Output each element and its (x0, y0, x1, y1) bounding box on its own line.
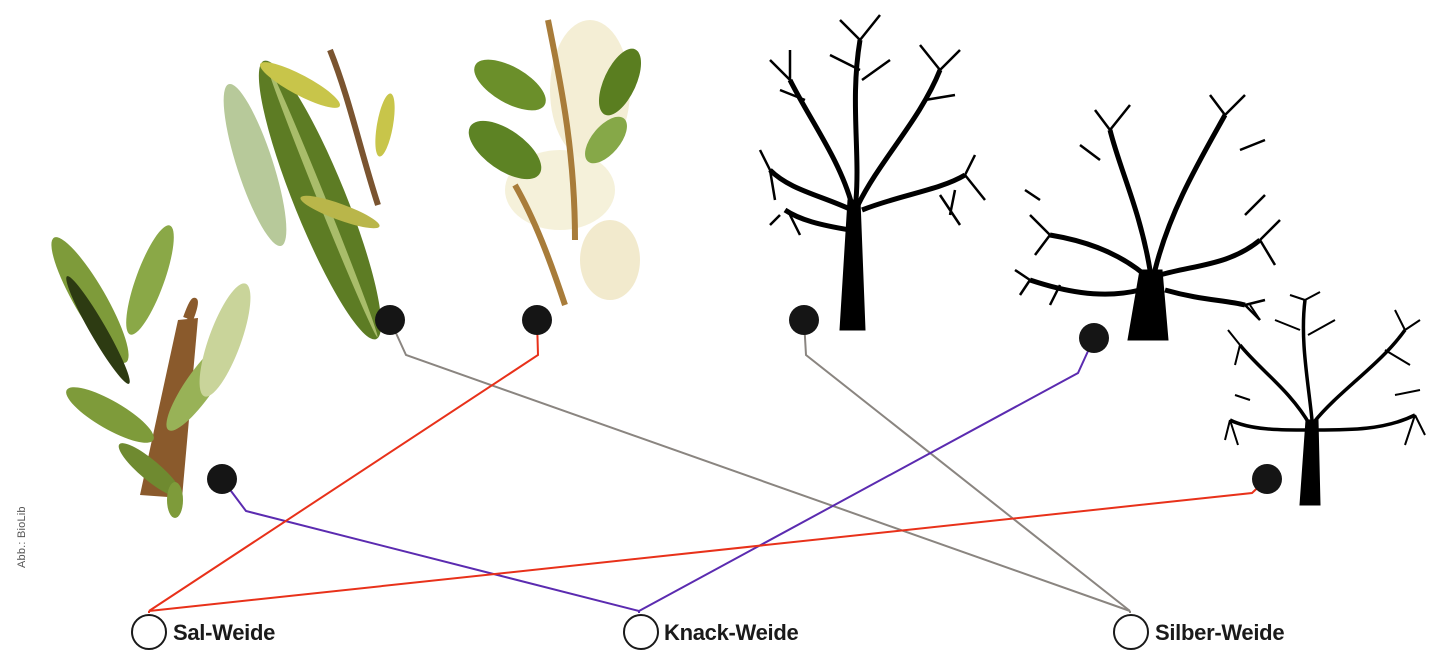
white-blossom-twig-dot[interactable] (522, 305, 552, 335)
round-tree-dot[interactable] (1252, 464, 1282, 494)
connection-catkin-branch-to-knack (221, 478, 640, 612)
white-blossom-twig-illustration (468, 19, 642, 306)
connection-tall-tree-to-silber (803, 319, 1131, 612)
tall-tree-dot[interactable] (789, 305, 819, 335)
spreading-tree-illustration (1014, 94, 1281, 341)
species-label-silber-weide: Silber-Weide (1155, 620, 1285, 645)
species-circle-sal[interactable] (131, 614, 167, 650)
catkin-branch-illustration (51, 225, 251, 518)
species-label-sal-weide: Sal-Weide (173, 620, 276, 645)
item-dots (207, 305, 1282, 494)
species-circle-knack[interactable] (623, 614, 659, 650)
connection-narrow-leaf-twig-to-silber (389, 319, 1131, 612)
connection-round-tree-to-sal (148, 478, 1268, 612)
catkin-branch-dot[interactable] (207, 464, 237, 494)
species-circle-silber[interactable] (1113, 614, 1149, 650)
round-tree-illustration (1224, 291, 1426, 506)
narrow-leaf-twig-dot[interactable] (375, 305, 405, 335)
tall-tree-illustration (758, 14, 986, 331)
connection-spreading-tree-to-knack (638, 337, 1095, 612)
spreading-tree-dot[interactable] (1079, 323, 1109, 353)
image-credit-text: Abb.: BioLib (16, 506, 28, 568)
narrow-leaf-twig-illustration (223, 48, 395, 340)
image-credit: Abb.: BioLib (2, 498, 28, 578)
species-label-knack-weide: Knack-Weide (664, 620, 799, 645)
connection-lines (148, 319, 1268, 619)
species-circles (131, 614, 1149, 650)
